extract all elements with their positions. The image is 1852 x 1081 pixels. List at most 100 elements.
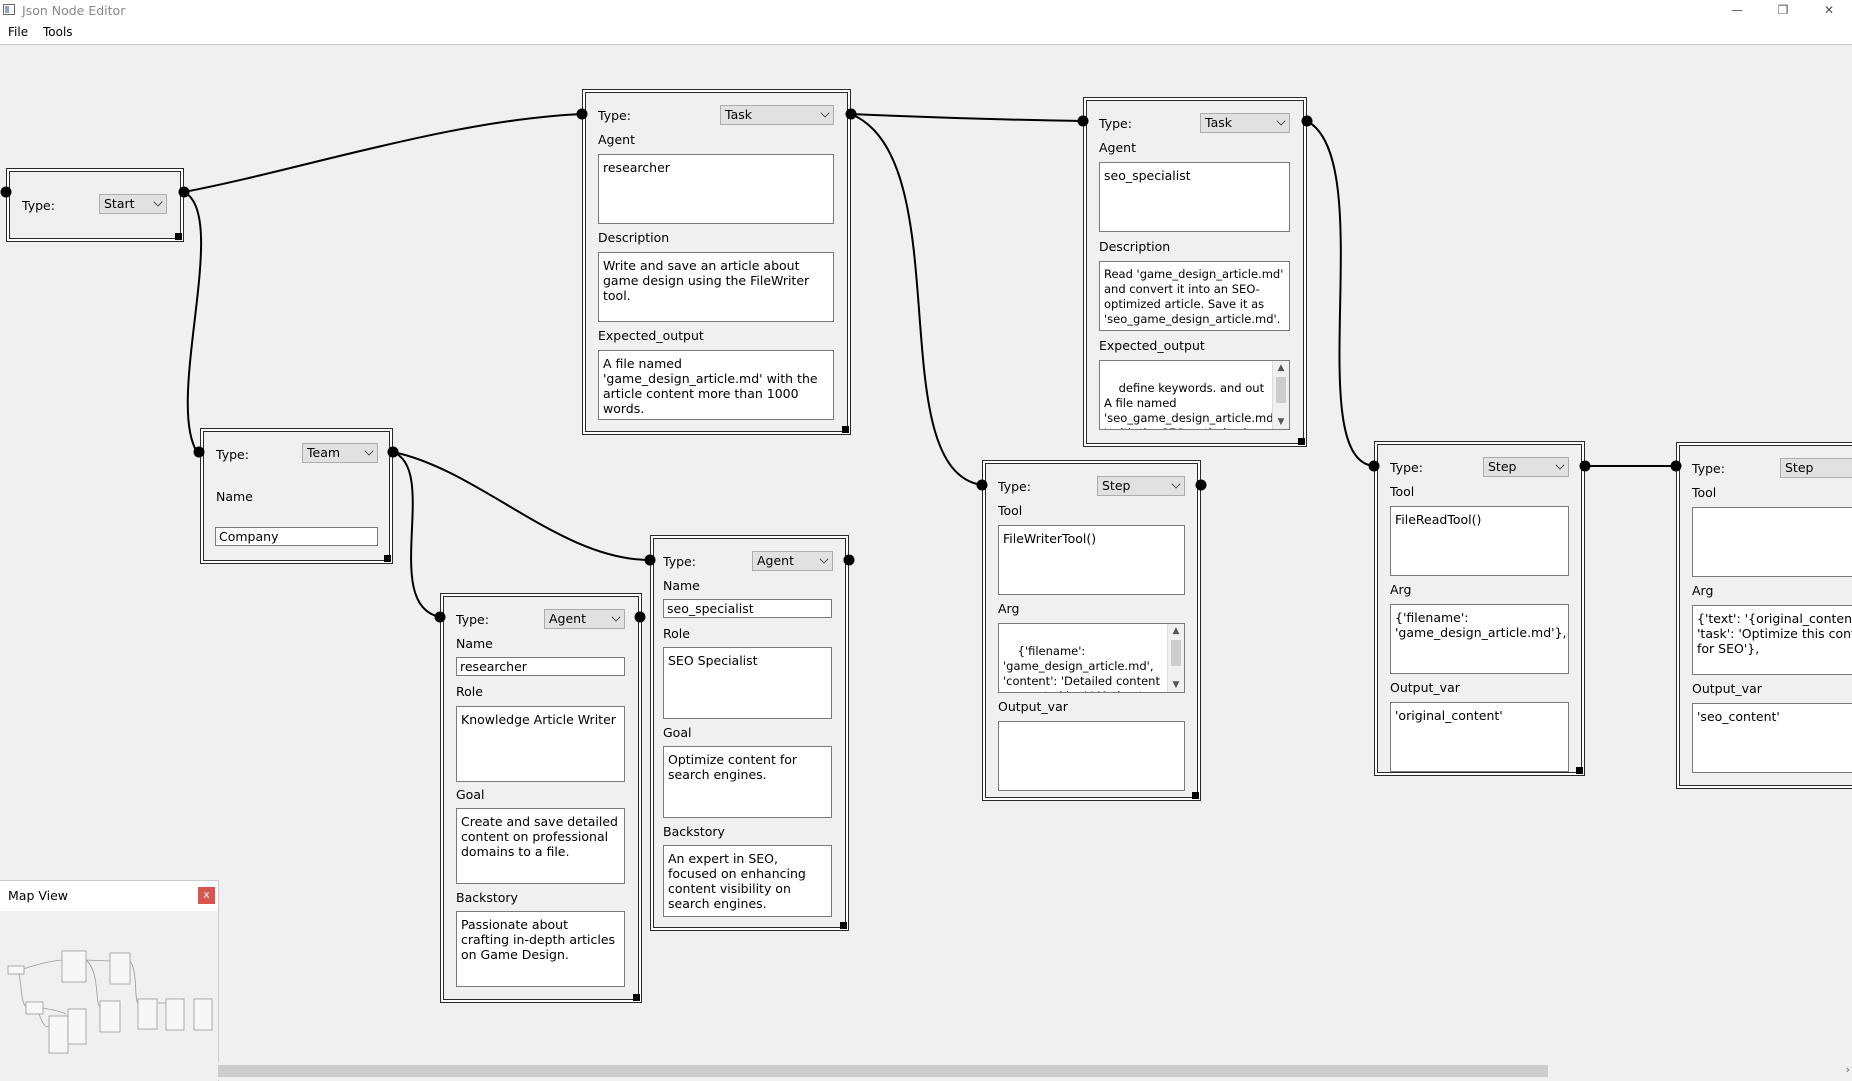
- expected-output-field[interactable]: define keywords. and out A file named 's…: [1099, 360, 1290, 430]
- type-select[interactable]: Step: [1483, 457, 1569, 477]
- node-start[interactable]: Type: Start: [6, 168, 184, 242]
- step2-input-port[interactable]: [1368, 460, 1380, 472]
- minimap[interactable]: [0, 911, 218, 1081]
- type-label: Type:: [1692, 461, 1725, 476]
- menu-tools[interactable]: Tools: [43, 25, 73, 39]
- expected-output-text: define keywords. and out A file named 's…: [1104, 381, 1274, 429]
- minimap-node: [25, 1001, 44, 1015]
- scroll-up-icon[interactable]: ▲: [1172, 626, 1180, 636]
- resize-grip[interactable]: [1298, 438, 1305, 445]
- role-field[interactable]: SEO Specialist: [663, 647, 832, 719]
- type-select[interactable]: Step: [1780, 458, 1852, 478]
- description-field[interactable]: Write and save an article about game des…: [598, 252, 834, 322]
- tool-field[interactable]: FileReadTool(): [1390, 506, 1569, 576]
- type-label: Type:: [22, 198, 55, 213]
- backstory-field[interactable]: Passionate about crafting in-depth artic…: [456, 911, 625, 987]
- seo-agent-input-port[interactable]: [644, 554, 656, 566]
- backstory-field[interactable]: An expert in SEO, focused on enhancing c…: [663, 845, 832, 917]
- team-input-port[interactable]: [193, 446, 205, 458]
- task2-output-port[interactable]: [1301, 115, 1313, 127]
- node-agent-seo[interactable]: Type: Agent Name seo_specialist Role SEO…: [650, 535, 849, 931]
- type-select[interactable]: Agent: [752, 551, 833, 571]
- scroll-thumb[interactable]: [1171, 640, 1181, 666]
- tool-field[interactable]: FileWriterTool(): [998, 525, 1185, 595]
- resize-grip[interactable]: [384, 555, 391, 562]
- task2-input-port[interactable]: [1077, 115, 1089, 127]
- seo-agent-output-port[interactable]: [843, 554, 855, 566]
- tool-label: Tool: [1692, 485, 1717, 500]
- agent-field[interactable]: researcher: [598, 154, 834, 224]
- horizontal-scrollbar[interactable]: ›: [218, 1062, 1852, 1080]
- expected-output-label: Expected_output: [598, 328, 704, 343]
- scroll-up-icon[interactable]: ▲: [1277, 363, 1285, 373]
- start-input-port[interactable]: [0, 186, 12, 198]
- step1-input-port[interactable]: [976, 479, 988, 491]
- type-select[interactable]: Task: [1200, 113, 1290, 133]
- goal-field[interactable]: Create and save detailed content on prof…: [456, 808, 625, 884]
- type-select[interactable]: Team: [302, 443, 378, 463]
- goal-field[interactable]: Optimize content for search engines.: [663, 746, 832, 818]
- vertical-scrollbar[interactable]: ▲▼: [1167, 624, 1184, 692]
- map-view-panel[interactable]: Map View x: [0, 880, 219, 1081]
- resize-grip[interactable]: [842, 426, 849, 433]
- researcher-output-port[interactable]: [634, 611, 646, 623]
- resize-grip[interactable]: [175, 233, 182, 240]
- node-step-2[interactable]: Type: Step Tool FileReadTool() Arg {'fil…: [1374, 441, 1585, 776]
- resize-grip[interactable]: [1192, 792, 1199, 799]
- scroll-thumb[interactable]: [218, 1065, 1548, 1077]
- restore-button[interactable]: ❐: [1777, 3, 1789, 17]
- step1-output-port[interactable]: [1195, 479, 1207, 491]
- vertical-scrollbar[interactable]: ▲▼: [1272, 361, 1289, 429]
- window-title: Json Node Editor: [22, 3, 126, 18]
- role-field[interactable]: Knowledge Article Writer: [456, 706, 625, 782]
- resize-grip[interactable]: [633, 994, 640, 1001]
- scroll-right-icon[interactable]: ›: [1845, 1063, 1850, 1076]
- tool-field[interactable]: [1692, 507, 1852, 577]
- agent-field[interactable]: seo_specialist: [1099, 162, 1290, 232]
- task1-output-port[interactable]: [845, 108, 857, 120]
- step2-output-port[interactable]: [1579, 460, 1591, 472]
- name-input[interactable]: seo_specialist: [663, 599, 832, 618]
- scroll-down-icon[interactable]: ▼: [1277, 417, 1285, 427]
- type-select[interactable]: Start: [99, 194, 167, 214]
- node-step-1[interactable]: Type: Step Tool FileWriterTool() Arg {'f…: [982, 460, 1201, 801]
- type-value: Start: [104, 196, 135, 211]
- output-var-label: Output_var: [998, 699, 1068, 714]
- node-step-3[interactable]: Type: Step Tool Arg {'text': '{original_…: [1676, 442, 1852, 789]
- name-input[interactable]: researcher: [456, 657, 625, 676]
- name-input[interactable]: Company: [215, 527, 378, 546]
- step3-input-port[interactable]: [1670, 460, 1682, 472]
- map-view-close-button[interactable]: x: [198, 887, 215, 904]
- scroll-thumb[interactable]: [1276, 377, 1286, 403]
- minimize-button[interactable]: —: [1731, 3, 1743, 17]
- arg-field[interactable]: {'filename': 'game_design_article.md'},: [1390, 604, 1569, 674]
- arg-field[interactable]: {'filename': 'game_design_article.md', '…: [998, 623, 1185, 693]
- arg-field[interactable]: {'text': '{original_content}', 'task': '…: [1692, 605, 1852, 675]
- type-select[interactable]: Step: [1097, 476, 1185, 496]
- close-window-button[interactable]: ✕: [1823, 3, 1835, 17]
- resize-grip[interactable]: [1576, 767, 1583, 774]
- expected-output-field[interactable]: A file named 'game_design_article.md' wi…: [598, 350, 834, 420]
- task1-input-port[interactable]: [576, 108, 588, 120]
- description-label: Description: [1099, 239, 1171, 254]
- backstory-label: Backstory: [456, 890, 518, 905]
- team-output-port[interactable]: [387, 446, 399, 458]
- node-task-1[interactable]: Type: Task Agent researcher Description …: [582, 89, 851, 435]
- output-var-field[interactable]: 'seo_content': [1692, 703, 1852, 773]
- output-var-field[interactable]: 'original_content': [1390, 702, 1569, 772]
- type-select[interactable]: Task: [720, 105, 834, 125]
- output-var-field[interactable]: [998, 721, 1185, 791]
- minimap-node: [7, 965, 25, 975]
- start-output-port[interactable]: [178, 186, 190, 198]
- type-select[interactable]: Agent: [544, 609, 625, 629]
- menu-bar: File Tools: [0, 22, 1852, 45]
- description-field[interactable]: Read 'game_design_article.md' and conver…: [1099, 261, 1290, 331]
- resize-grip[interactable]: [840, 922, 847, 929]
- node-team[interactable]: Type: Team Name Company: [200, 428, 393, 564]
- node-task-2[interactable]: Type: Task Agent seo_specialist Descript…: [1083, 97, 1307, 447]
- node-agent-researcher[interactable]: Type: Agent Name researcher Role Knowled…: [440, 593, 642, 1003]
- menu-file[interactable]: File: [8, 25, 29, 39]
- researcher-input-port[interactable]: [434, 611, 446, 623]
- scroll-down-icon[interactable]: ▼: [1172, 680, 1180, 690]
- role-label: Role: [663, 626, 690, 641]
